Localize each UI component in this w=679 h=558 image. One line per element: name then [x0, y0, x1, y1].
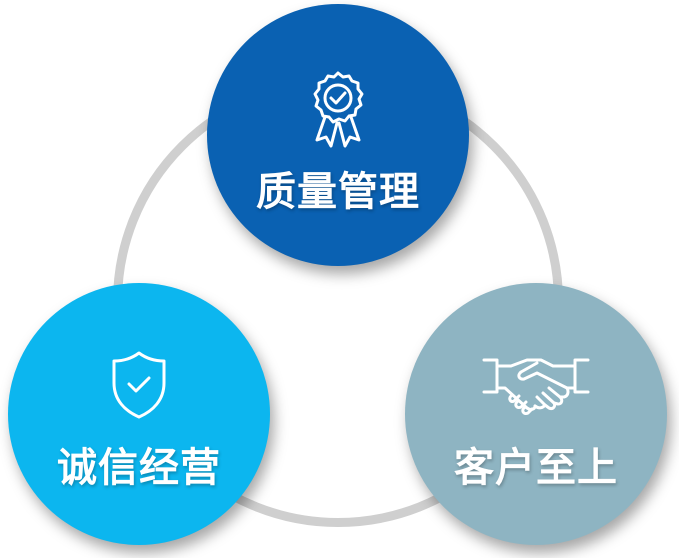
integrity-operation-node: 诚信经营: [8, 283, 270, 545]
handshake-icon: [481, 356, 591, 422]
customer-first-label: 客户至上: [454, 445, 618, 491]
quality-management-label: 质量管理: [256, 169, 420, 215]
quality-management-node: 质量管理: [207, 4, 469, 266]
integrity-operation-label: 诚信经营: [57, 445, 221, 491]
award-badge-icon: [308, 70, 368, 154]
customer-first-node: 客户至上: [405, 283, 667, 545]
shield-check-icon: [110, 350, 168, 424]
